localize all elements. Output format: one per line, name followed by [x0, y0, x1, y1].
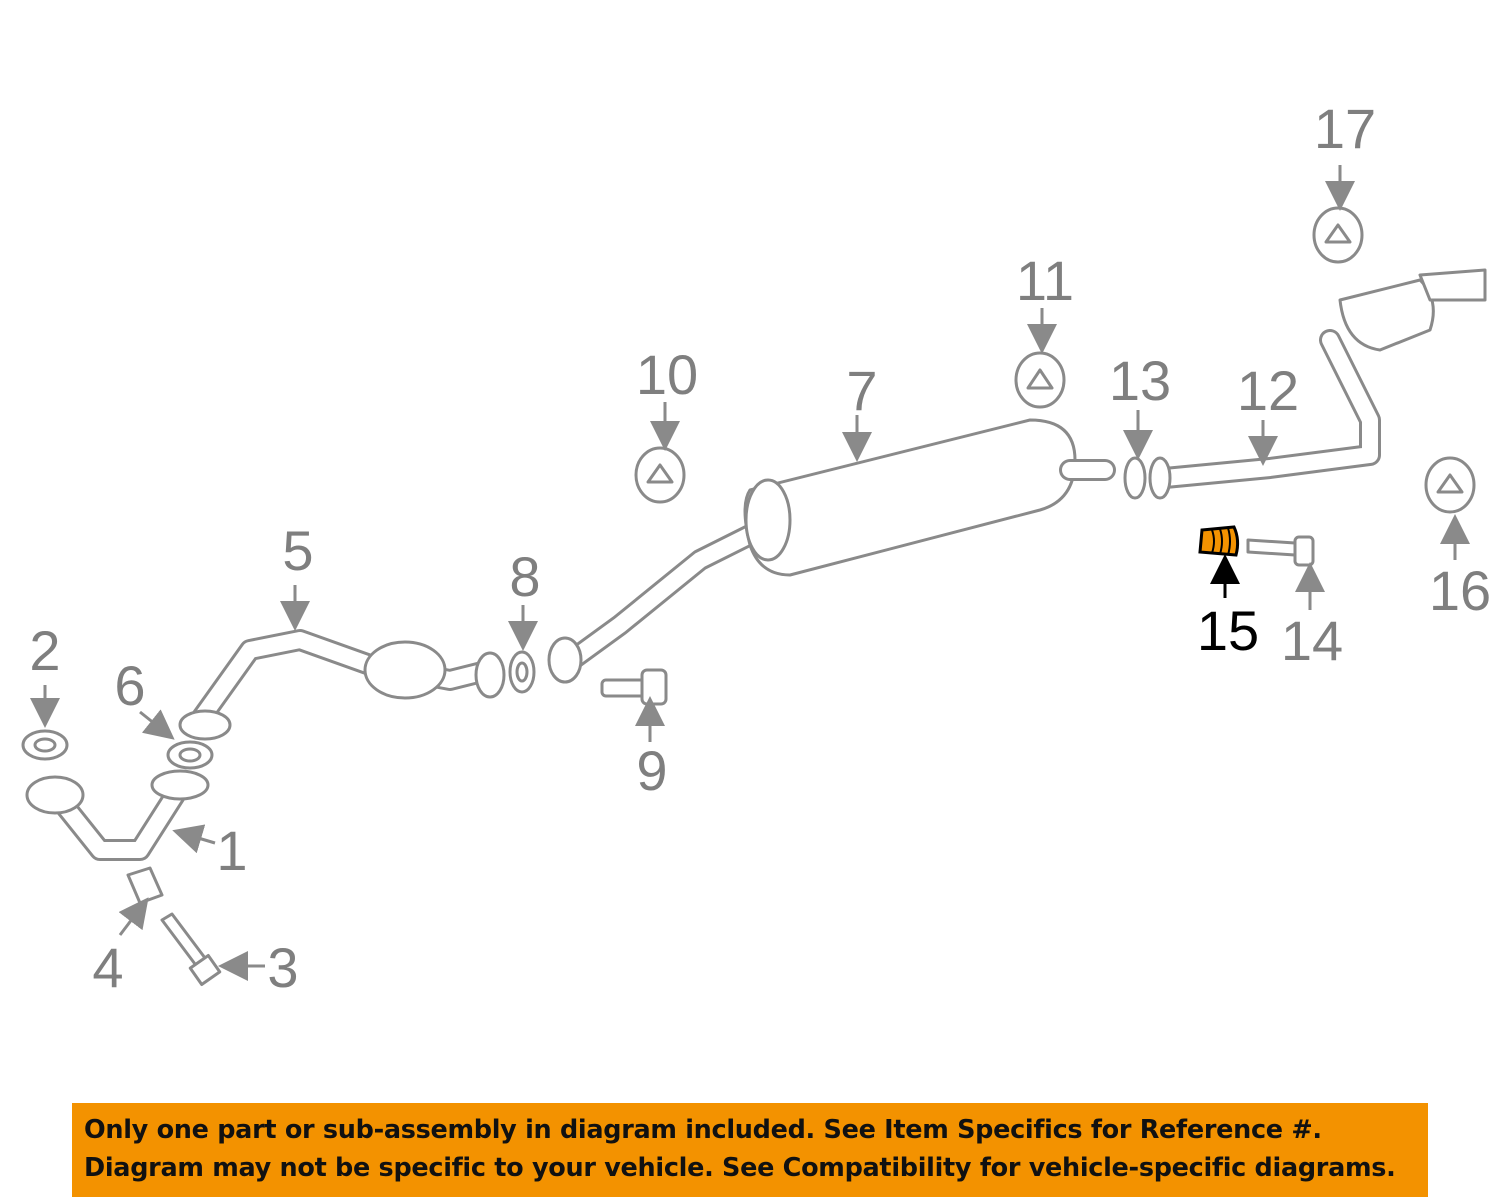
part-4-spring[interactable]	[126, 866, 164, 905]
part-8-gasket[interactable]	[508, 650, 536, 694]
callout-label-8: 8	[509, 545, 540, 608]
callout-arrow-4	[118, 897, 149, 936]
disclaimer-banner: Only one part or sub-assembly in diagram…	[72, 1103, 1428, 1197]
callout-label-5: 5	[282, 519, 313, 582]
callout-arrow-1	[172, 824, 216, 854]
callout-label-7: 7	[846, 359, 877, 422]
part-12-tail-pipe[interactable]	[1148, 268, 1487, 500]
callout-label-9: 9	[636, 739, 667, 802]
callout-label-12: 12	[1237, 359, 1299, 422]
callout-label-2: 2	[29, 619, 60, 682]
callout-label-6: 6	[114, 654, 145, 717]
callout-label-4: 4	[92, 936, 123, 999]
part-13-gasket[interactable]	[1123, 456, 1147, 500]
part-11-hanger[interactable]	[1014, 351, 1066, 409]
part-15-spring-highlighted[interactable]	[1198, 525, 1240, 557]
callout-label-17: 17	[1314, 97, 1376, 160]
callout-label-16: 16	[1429, 559, 1491, 622]
disclaimer-line-2: Diagram may not be specific to your vehi…	[84, 1153, 1396, 1183]
callout-label-1: 1	[216, 819, 247, 882]
part-9-bolt[interactable]	[600, 668, 668, 706]
part-16-hanger[interactable]	[1424, 456, 1476, 514]
callout-label-13: 13	[1109, 349, 1171, 412]
part-6-gasket[interactable]	[166, 740, 214, 770]
callout-label-3: 3	[267, 936, 298, 999]
part-5-converter-pipe[interactable]	[178, 629, 506, 741]
part-1-front-pipe[interactable]	[25, 769, 210, 861]
part-14-bolt[interactable]	[1246, 535, 1315, 567]
part-10-hanger[interactable]	[634, 446, 686, 504]
callout-label-11: 11	[1016, 249, 1074, 312]
callout-label-15: 15	[1197, 599, 1259, 662]
callout-arrow-6	[139, 709, 175, 740]
callout-label-10: 10	[636, 343, 698, 406]
disclaimer-line-1: Only one part or sub-assembly in diagram…	[84, 1115, 1322, 1145]
part-2-gasket[interactable]	[21, 729, 69, 761]
callout-label-14: 14	[1281, 609, 1343, 672]
part-7-muffler[interactable]	[547, 418, 1116, 684]
part-3-bolt[interactable]	[160, 912, 222, 987]
part-17-hanger[interactable]	[1312, 206, 1364, 264]
